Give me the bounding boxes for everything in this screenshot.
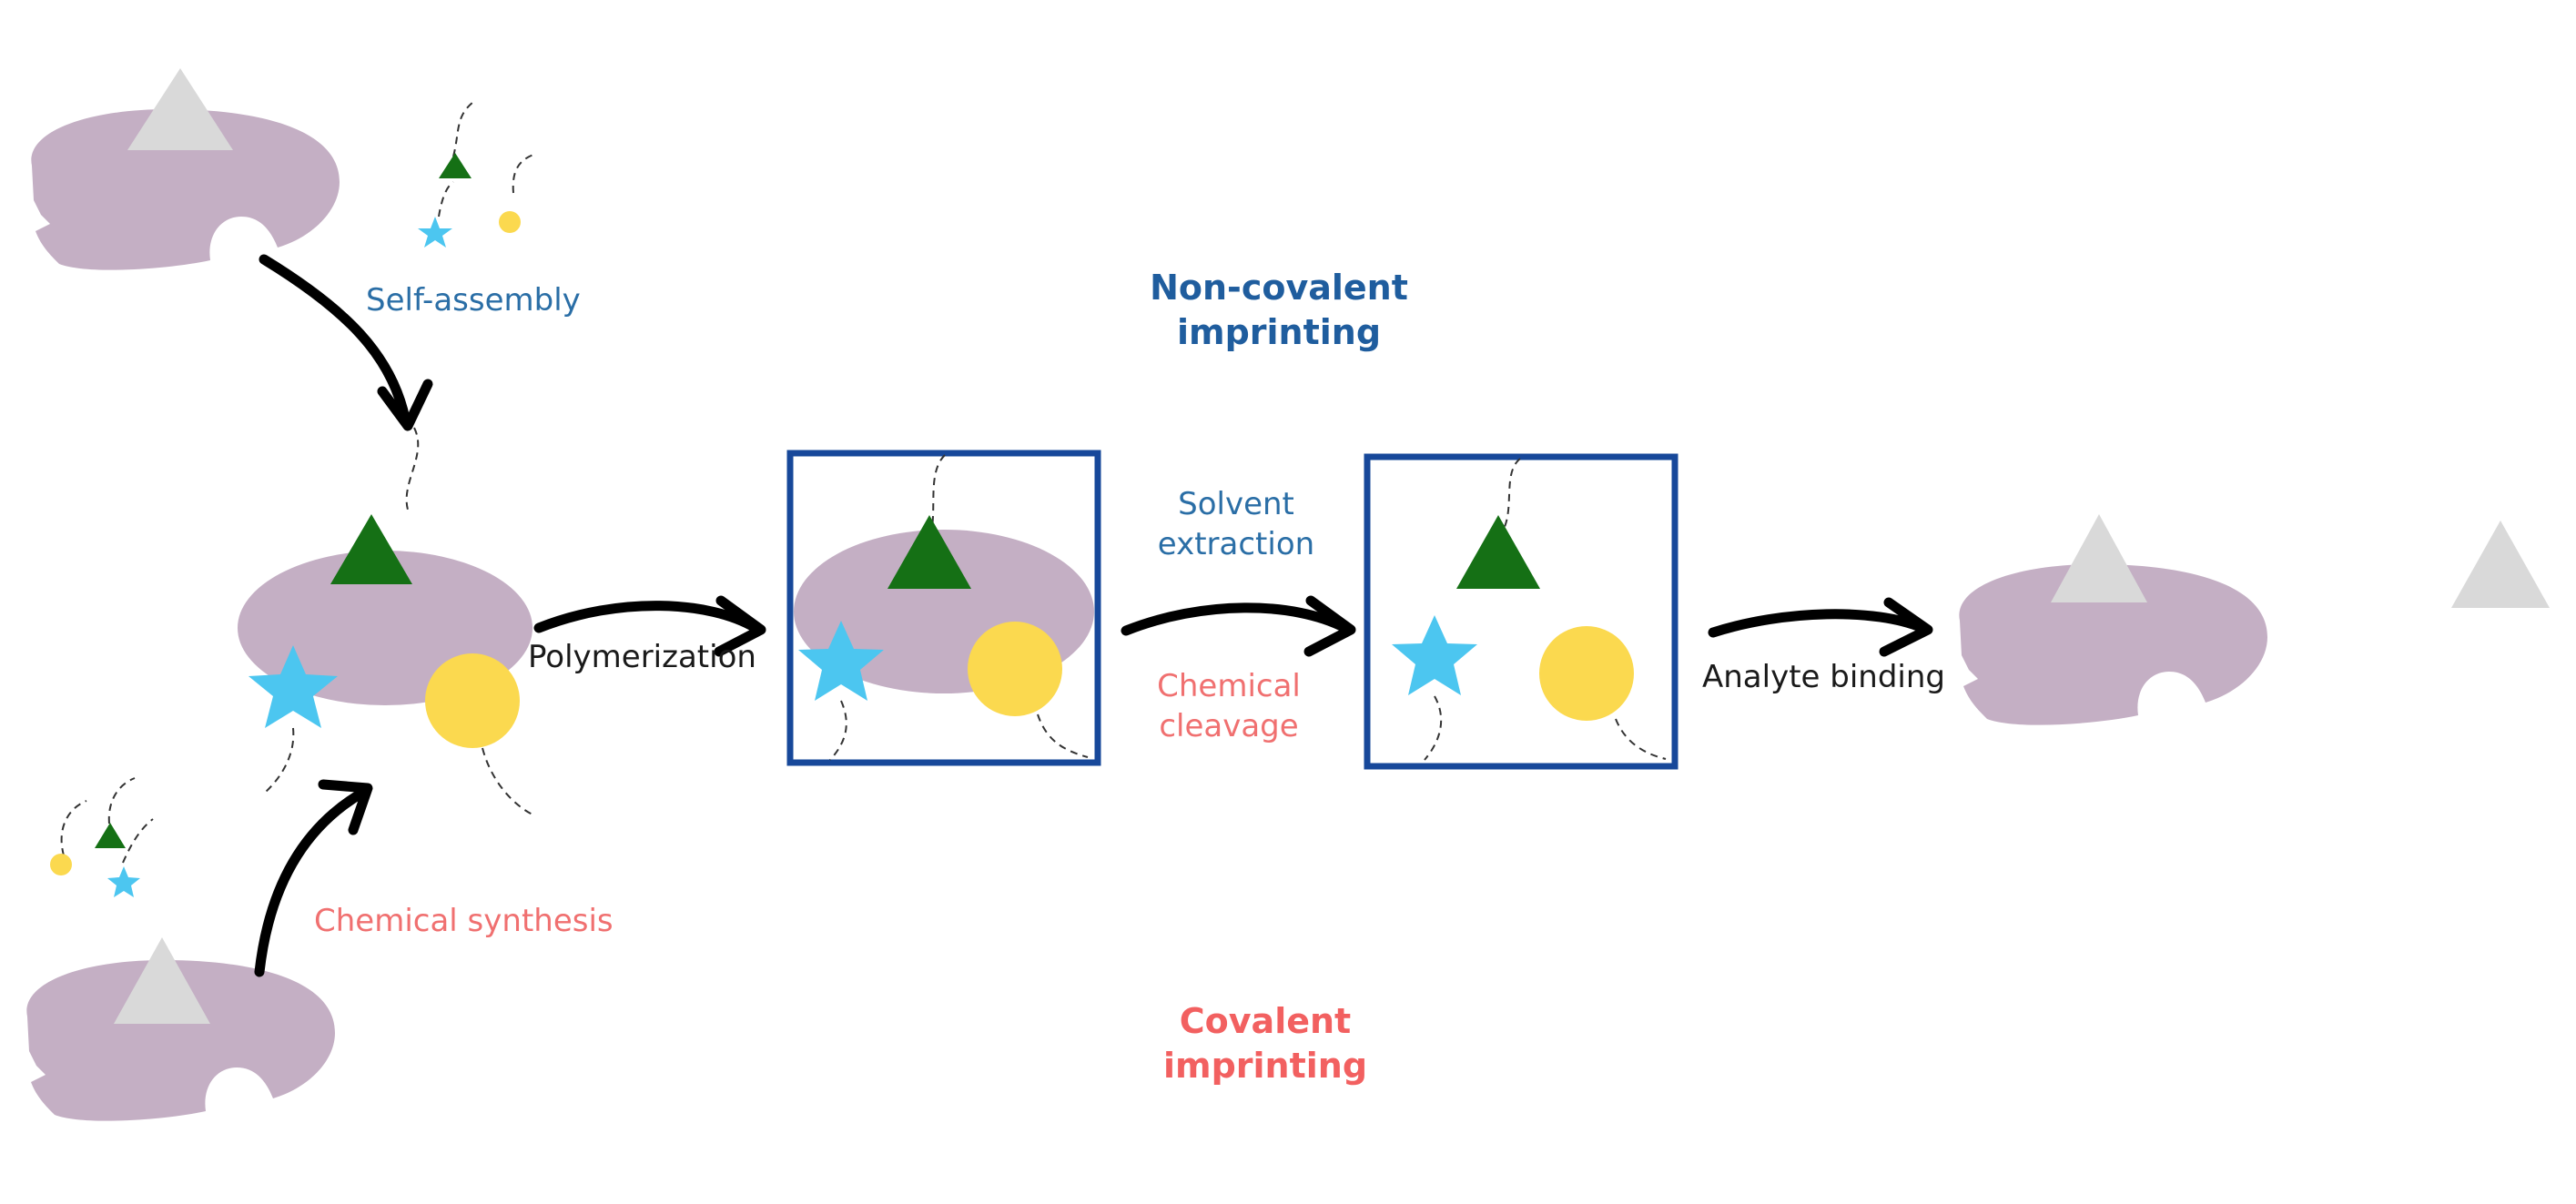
monomer-triangle-icon <box>887 515 971 589</box>
template-triangle-icon <box>2051 514 2147 602</box>
non-covalent-line1: Non-covalent <box>1150 268 1408 308</box>
non-covalent-imprinting-title: Non-covalent imprinting <box>1142 266 1415 356</box>
chemical-synthesis-arrow <box>254 779 373 977</box>
monomer-triangle-icon <box>95 823 126 848</box>
monomer-star-icon <box>107 866 140 897</box>
monomer-star-icon <box>248 645 338 728</box>
template-molecule-top <box>31 68 340 270</box>
monomer-star-icon <box>798 621 884 701</box>
template-molecule-bottom <box>26 937 335 1121</box>
monomer-star-icon <box>1392 615 1477 695</box>
pre-polymerization-complex <box>238 427 533 815</box>
monomer-triangle-icon <box>439 153 472 178</box>
monomer-circle-icon <box>50 854 72 875</box>
monomer-group-top <box>418 101 534 248</box>
monomer-circle-icon <box>499 211 521 233</box>
polymer-with-template <box>786 450 1101 766</box>
self-assembly-label: Self-assembly <box>366 282 581 319</box>
covalent-imprinting-title: Covalent imprinting <box>1129 999 1402 1089</box>
solvent-extraction-label: Solvent extraction <box>1154 484 1318 564</box>
monomer-group-bottom <box>50 777 154 897</box>
chemical-cleavage-line1: Chemical <box>1157 668 1301 704</box>
monomer-triangle-icon <box>1456 515 1540 589</box>
covalent-line2: imprinting <box>1162 1046 1368 1087</box>
solvent-extraction-line2: extraction <box>1157 526 1315 563</box>
template-triangle-icon <box>127 68 233 150</box>
chemical-cleavage-line2: cleavage <box>1159 708 1299 745</box>
polymerization-label: Polymerization <box>528 639 756 675</box>
non-covalent-line2: imprinting <box>1176 312 1382 353</box>
chemical-synthesis-label: Chemical synthesis <box>314 903 614 939</box>
solvent-extraction-line1: Solvent <box>1178 486 1294 522</box>
self-assembly-arrow <box>259 254 433 431</box>
analyte-binding-label: Analyte binding <box>1702 659 1946 695</box>
monomer-star-icon <box>418 217 452 248</box>
chemical-cleavage-label: Chemical cleavage <box>1147 666 1311 746</box>
extraction-arrow <box>1121 595 1356 657</box>
template-triangle-icon <box>114 937 210 1024</box>
polymerization-arrow <box>533 595 766 657</box>
monomer-circle-icon <box>968 622 1062 716</box>
analyte-triangle-icon <box>2451 521 2550 608</box>
monomer-circle-icon <box>1539 626 1634 721</box>
analyte-binding-arrow <box>1708 597 1933 657</box>
covalent-line1: Covalent <box>1179 1001 1352 1041</box>
template-molecule-right <box>1959 514 2267 725</box>
monomer-triangle-icon <box>330 514 412 584</box>
monomer-circle-icon <box>425 653 520 748</box>
imprinted-polymer <box>1364 453 1678 770</box>
